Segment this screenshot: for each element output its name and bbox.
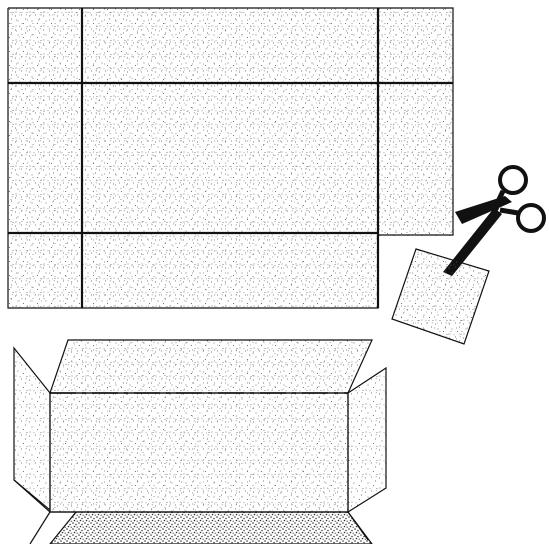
scissors-shank-right <box>499 207 519 216</box>
box-back-flap-texture <box>50 340 372 393</box>
scissors-handle-right <box>516 203 546 233</box>
cut-square-texture <box>392 249 489 344</box>
box-front-panel-texture <box>50 393 348 512</box>
box-left-flap <box>13 346 51 512</box>
box-left-corner-crease <box>29 511 51 544</box>
cut-corner-square <box>391 248 490 345</box>
box-right-flap <box>347 366 387 514</box>
scissors-icon <box>443 165 546 276</box>
box-floor <box>49 511 373 544</box>
scissors-pivot <box>493 205 499 211</box>
box-net <box>7 7 459 316</box>
scissors-blade-lower <box>443 208 502 276</box>
box-right-corner-crease <box>347 511 369 541</box>
scissors-handle-top <box>498 165 528 195</box>
folded-open-box <box>13 339 387 544</box>
